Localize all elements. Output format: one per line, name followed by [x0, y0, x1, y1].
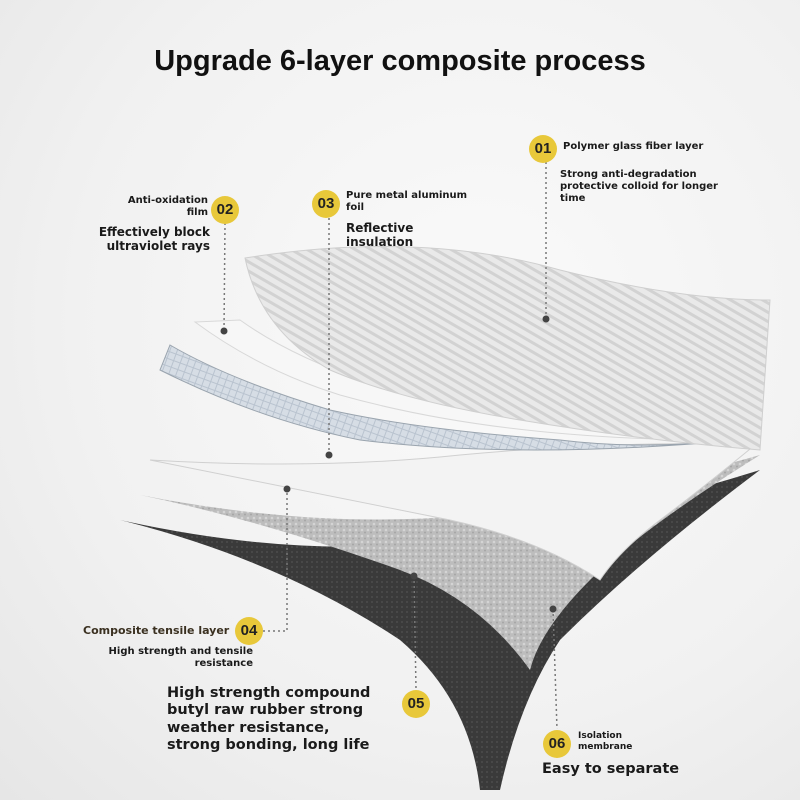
layer-03-aluminum-foil	[159, 344, 741, 451]
layer-04-name: Composite tensile layer	[83, 624, 230, 637]
layer-01-polymer-fiber	[244, 246, 771, 451]
page-title: Upgrade 6-layer composite process	[154, 45, 646, 77]
layer-03-description-line1: Reflective	[346, 221, 414, 235]
layer-03-name-line2: foil	[346, 202, 365, 213]
layer-02-name-line1: Anti-oxidation	[127, 195, 208, 206]
layer-02-description-line2: ultraviolet rays	[106, 239, 210, 254]
layer-03-description-line2: insulation	[346, 235, 414, 250]
layer-05-description: High strength compound butyl raw rubber …	[167, 685, 371, 754]
badge-01: 01	[529, 135, 557, 163]
badge-05: 05	[402, 690, 430, 718]
layer-01-description: Strong anti-degradation protective collo…	[560, 169, 718, 204]
layer-04-description-line1: High strength and tensile	[108, 646, 253, 657]
layer-03-name-line1: Pure metal aluminum	[346, 190, 468, 201]
badge-02: 02	[211, 196, 239, 224]
badge-04: 04	[235, 617, 263, 645]
badge-03: 03	[312, 190, 340, 218]
leader-lines	[223, 162, 558, 730]
badge-06: 06	[543, 730, 571, 758]
layer-02-name-line2: film	[186, 207, 208, 218]
layer-06-name-line1: Isolation	[578, 731, 623, 741]
layer-06-description: Easy to separate	[542, 761, 680, 777]
marker-dots	[220, 315, 557, 613]
layer-01-name: Polymer glass fiber layer	[563, 141, 704, 152]
layer-02-description-line1: Effectively block	[98, 225, 210, 239]
layer-04-composite-tensile	[149, 443, 757, 581]
layer-04-description-line2: resistance	[194, 658, 253, 669]
layer-06-name-line2: membrane	[578, 741, 633, 752]
